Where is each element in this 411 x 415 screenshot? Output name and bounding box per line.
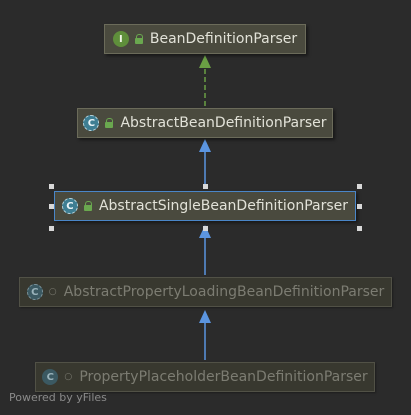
public-lock-icon xyxy=(104,118,114,128)
abstract-class-icon: C xyxy=(61,198,78,214)
public-lock-icon xyxy=(134,34,144,44)
selection-handle-bottom[interactable] xyxy=(203,226,208,231)
selection-handle-bottom-left[interactable] xyxy=(49,226,54,231)
edge-extends-1 xyxy=(199,139,211,189)
interface-icon: I xyxy=(112,31,129,47)
selection-handle-bottom-right[interactable] xyxy=(357,226,362,231)
node-label: AbstractSingleBeanDefinitionParser xyxy=(98,198,349,214)
extends-arrowhead xyxy=(199,139,211,152)
edge-implements xyxy=(199,55,211,106)
powered-by-watermark: Powered by yFiles xyxy=(9,391,107,404)
node-label: AbstractBeanDefinitionParser xyxy=(120,115,327,131)
abstract-class-icon: C xyxy=(26,284,43,300)
node-abstract-single-bean-definition-parser[interactable]: C AbstractSingleBeanDefinitionParser xyxy=(54,191,356,221)
node-abstract-property-loading-bean-definition-parser[interactable]: C ○ AbstractPropertyLoadingBeanDefinitio… xyxy=(19,277,392,307)
selection-handle-top[interactable] xyxy=(203,184,208,189)
abstract-class-icon: C xyxy=(83,115,100,131)
node-label: BeanDefinitionParser xyxy=(149,31,298,47)
package-private-icon: ○ xyxy=(48,287,57,297)
edge-extends-2 xyxy=(199,225,211,275)
class-icon: C xyxy=(42,369,59,385)
public-lock-icon xyxy=(83,201,93,211)
edge-extends-3 xyxy=(199,310,211,360)
node-abstract-bean-definition-parser[interactable]: C AbstractBeanDefinitionParser xyxy=(77,108,333,138)
selection-handle-left[interactable] xyxy=(49,204,54,209)
selection-handle-top-left[interactable] xyxy=(49,184,54,189)
node-label: PropertyPlaceholderBeanDefinitionParser xyxy=(79,369,368,385)
selection-handle-right[interactable] xyxy=(357,204,362,209)
selection-handle-top-right[interactable] xyxy=(357,184,362,189)
extends-arrowhead xyxy=(199,310,211,323)
extends-arrowhead xyxy=(199,225,211,238)
package-private-icon: ○ xyxy=(64,372,73,382)
implements-arrowhead xyxy=(199,55,211,68)
node-property-placeholder-bean-definition-parser[interactable]: C ○ PropertyPlaceholderBeanDefinitionPar… xyxy=(35,362,375,392)
node-bean-definition-parser[interactable]: I BeanDefinitionParser xyxy=(104,24,306,54)
node-label: AbstractPropertyLoadingBeanDefinitionPar… xyxy=(63,284,385,300)
